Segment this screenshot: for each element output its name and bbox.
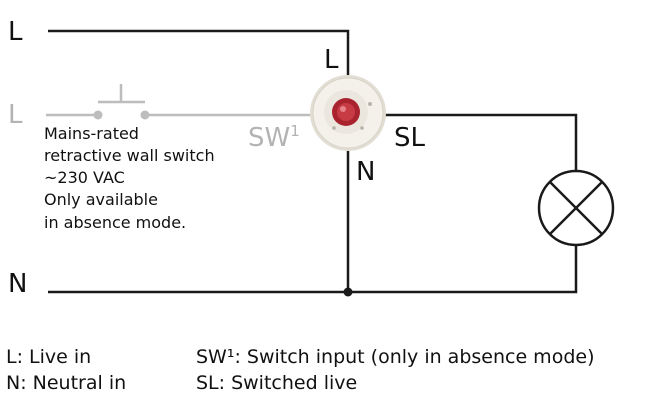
retractive-switch: [46, 84, 312, 120]
legend-live: L: Live in: [6, 346, 91, 368]
legend: L: Live in N: Neutral in SW¹: Switch inp…: [6, 346, 594, 394]
switch-note-line: ~230 VAC: [44, 168, 125, 187]
switch-input-superscript: 1: [290, 122, 300, 140]
switch-input-label: SW1: [248, 122, 300, 153]
neutral-junction: [343, 287, 353, 297]
live-in-label: L: [8, 17, 23, 47]
legend-switch-input: SW¹: Switch input (only in absence mode): [196, 346, 594, 368]
switched-live-label: SL: [394, 123, 426, 153]
lamp-symbol: [537, 169, 615, 247]
legend-neutral: N: Neutral in: [6, 372, 126, 394]
switch-note-line: retractive wall switch: [44, 146, 215, 165]
switch-note-line: in absence mode.: [44, 213, 186, 232]
switched-live-wire: [378, 113, 578, 172]
neutral-in-label: N: [8, 269, 27, 299]
legend-switched-live: SL: Switched live: [196, 372, 357, 394]
sensor-neutral-label: N: [356, 157, 375, 187]
switch-note-line: Only available: [44, 190, 158, 209]
live-wire: [48, 29, 350, 78]
switch-note-line: Mains-rated: [44, 124, 139, 143]
switch-input-text: SW: [248, 123, 290, 153]
switch-note: Mains-rated retractive wall switch ~230 …: [44, 124, 215, 232]
sensor-live-label: L: [324, 45, 339, 75]
presence-sensor: [310, 75, 386, 151]
switch-live-label: L: [8, 100, 23, 130]
neutral-wire: [48, 245, 578, 294]
